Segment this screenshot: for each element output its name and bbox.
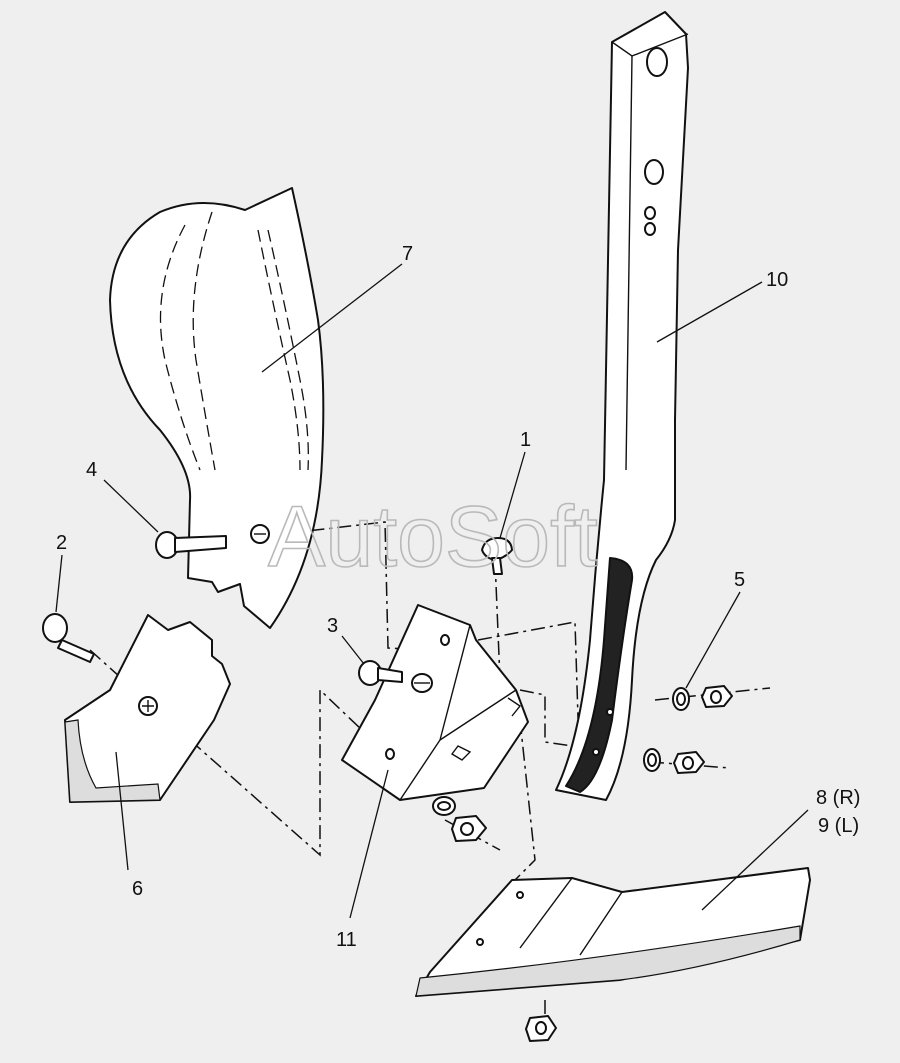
shank-part-10 bbox=[555, 11, 689, 801]
washer-nut-under-holder bbox=[432, 796, 487, 842]
watermark-text: AutoSoft bbox=[268, 489, 598, 585]
mouldboard-part-7 bbox=[109, 187, 325, 629]
callout-2: 2 bbox=[56, 532, 67, 554]
bolt-part-4 bbox=[155, 524, 270, 559]
leader-lines bbox=[55, 263, 809, 919]
callout-1: 1 bbox=[520, 429, 531, 451]
callout-3: 3 bbox=[327, 615, 338, 637]
holder-part-11 bbox=[341, 604, 529, 801]
callout-7: 7 bbox=[402, 243, 413, 265]
bolt-part-2 bbox=[42, 613, 95, 663]
bolt-part-1 bbox=[481, 537, 513, 575]
washer-nut-part-5 bbox=[643, 685, 733, 774]
callout-5: 5 bbox=[734, 569, 745, 591]
share-part-6 bbox=[64, 614, 231, 803]
share-part-8-9 bbox=[415, 867, 811, 997]
callout-9: 9 (L) bbox=[818, 815, 859, 837]
callout-4: 4 bbox=[86, 459, 97, 481]
nut-under-share bbox=[525, 1015, 557, 1042]
callout-8: 8 (R) bbox=[816, 787, 860, 809]
callout-6: 6 bbox=[132, 878, 143, 900]
callout-11: 11 bbox=[336, 929, 357, 951]
bolt-part-3 bbox=[358, 660, 433, 693]
callout-10: 10 bbox=[766, 269, 788, 291]
